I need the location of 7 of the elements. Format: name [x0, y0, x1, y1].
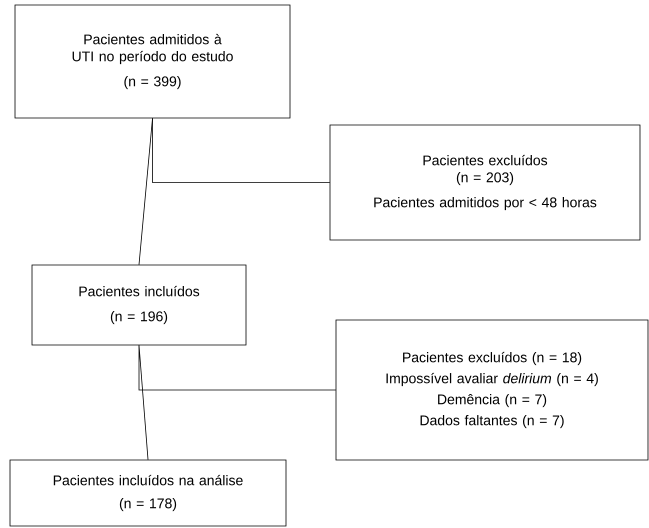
flow-box: Pacientes admitidos à UTI no período do estudo (n = 399): [14, 4, 290, 118]
flow-box: Pacientes excluídos (n = 203) Pacientes admitidos por < 48 horas: [330, 124, 640, 240]
flow-box: Pacientes incluídos (n = 196): [32, 264, 246, 346]
flow-box: Pacientes incluídos na análise (n = 178): [10, 460, 286, 526]
connector-line: [138, 345, 336, 390]
connector-line: [152, 118, 330, 183]
flow-box: Pacientes excluídos (n = 18) Impossível avaliar delirium (n = 4) Demência (n = 7) Dados faltantes (n = 7): [336, 320, 648, 460]
